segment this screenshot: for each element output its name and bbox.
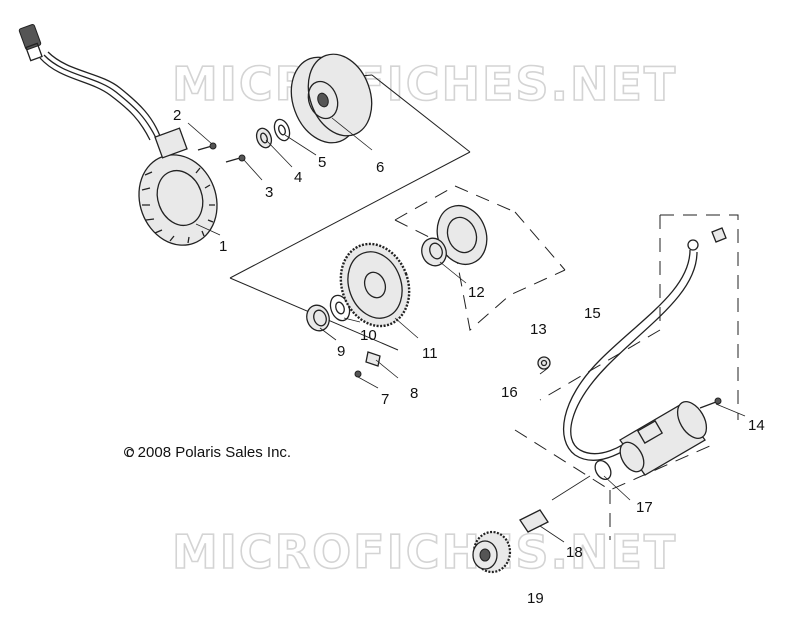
callout-3: 3 bbox=[265, 184, 273, 201]
callout-6: 6 bbox=[376, 159, 384, 176]
callout-11: 11 bbox=[422, 345, 438, 362]
clip-part-8 bbox=[365, 351, 381, 367]
callout-4: 4 bbox=[294, 169, 302, 186]
nut-part-16 bbox=[537, 356, 551, 370]
stator-assembly bbox=[18, 23, 218, 246]
dashed-box-starter bbox=[514, 214, 739, 540]
callout-7: 7 bbox=[381, 391, 389, 408]
bearing-part-9 bbox=[306, 304, 330, 332]
callout-1: 1 bbox=[219, 238, 227, 255]
copyright-text: c 2008 Polaris Sales Inc. bbox=[126, 444, 291, 461]
drive-gear-part-19 bbox=[472, 530, 512, 574]
starter-motor bbox=[619, 401, 708, 476]
starter-clutch-part-12 bbox=[421, 204, 488, 267]
callout-14: 14 bbox=[748, 417, 765, 434]
screw-part-3 bbox=[225, 154, 246, 163]
callout-13: 13 bbox=[530, 321, 547, 338]
callout-16: 16 bbox=[501, 384, 518, 401]
copyright-circle-icon bbox=[124, 447, 134, 457]
ring-gear-part-11 bbox=[339, 242, 411, 328]
callout-2: 2 bbox=[173, 107, 181, 124]
callout-5: 5 bbox=[318, 154, 326, 171]
callout-18: 18 bbox=[566, 544, 583, 561]
o-ring-part-17 bbox=[594, 460, 612, 480]
callout-8: 8 bbox=[410, 385, 418, 402]
starter-cable-part-15 bbox=[563, 227, 727, 461]
callout-15: 15 bbox=[584, 305, 601, 322]
screw-part-7 bbox=[354, 370, 362, 378]
callout-19: 19 bbox=[527, 590, 544, 607]
watermark-top: MICROFICHES.NET bbox=[172, 57, 677, 111]
bolt-part-14 bbox=[699, 397, 722, 409]
nut-part-4 bbox=[255, 127, 273, 149]
flywheel-part-6 bbox=[290, 53, 373, 144]
callout-12: 12 bbox=[468, 284, 485, 301]
screw-part-2 bbox=[197, 142, 217, 151]
washer-part-5 bbox=[273, 118, 291, 142]
callout-9: 9 bbox=[337, 343, 345, 360]
watermark-bottom: MICROFICHES.NET bbox=[172, 525, 677, 579]
shaft-part-18 bbox=[519, 509, 549, 533]
leader-lines bbox=[187, 117, 746, 543]
callout-17: 17 bbox=[636, 499, 653, 516]
callout-10: 10 bbox=[360, 327, 377, 344]
